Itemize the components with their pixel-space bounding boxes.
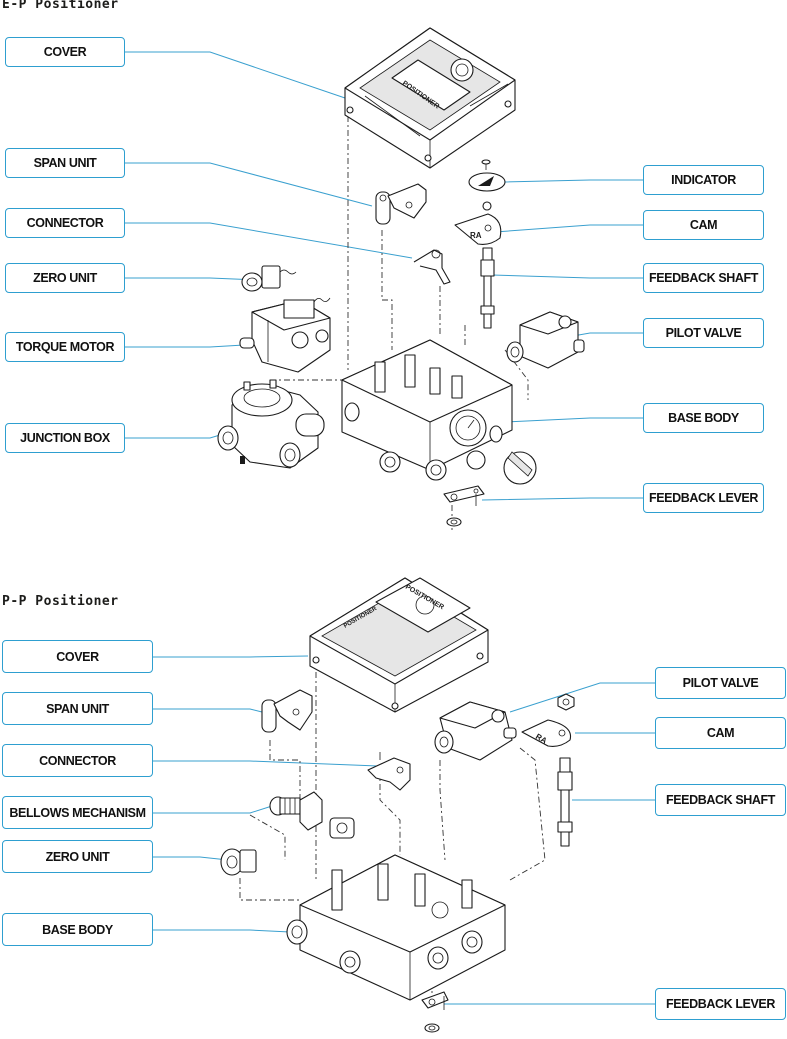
- pp-section-title: P-P Positioner: [2, 594, 119, 609]
- ep-callout-span-unit: SPAN UNIT: [5, 148, 125, 178]
- pp-cam-part: RA: [521, 693, 575, 747]
- pp-callout-cover: COVER: [2, 640, 153, 673]
- pp-callout-pilot-valve: PILOT VALVE: [655, 667, 786, 699]
- ep-cam-part: RA: [454, 213, 502, 245]
- pp-callout-connector: CONNECTOR: [2, 744, 153, 777]
- ep-zero-unit-part: [241, 265, 297, 292]
- pp-leader-lines: [153, 655, 655, 1005]
- ep-feedback-shaft-part: [480, 247, 495, 329]
- pp-callout-bellows-mechanism: BELLOWS MECHANISM: [2, 796, 153, 829]
- ep-callout-connector: CONNECTOR: [5, 208, 125, 238]
- ep-feedback-lever-part: [443, 485, 485, 527]
- pp-feedback-shaft-part: [557, 757, 573, 847]
- pp-callout-feedback-shaft: FEEDBACK SHAFT: [655, 784, 786, 816]
- pp-bellows-part: [269, 791, 355, 839]
- ep-base-body-part: [341, 339, 537, 485]
- ep-callout-junction-box: JUNCTION BOX: [5, 423, 125, 453]
- ep-callout-base-body: BASE BODY: [643, 403, 764, 433]
- pp-feedback-lever-part: [421, 991, 449, 1033]
- pp-zero-unit-part: [220, 848, 257, 876]
- ep-junction-box-part: [217, 379, 325, 469]
- pp-callout-feedback-lever: FEEDBACK LEVER: [655, 988, 786, 1020]
- pp-callout-zero-unit: ZERO UNIT: [2, 840, 153, 873]
- ep-connector-part: [413, 249, 451, 285]
- ep-callout-zero-unit: ZERO UNIT: [5, 263, 125, 293]
- ep-assembly-lines: [270, 102, 529, 530]
- ep-callout-feedback-shaft: FEEDBACK SHAFT: [643, 263, 764, 293]
- pp-base-body-part: [286, 854, 506, 1001]
- ep-callout-cover: COVER: [5, 37, 125, 67]
- ep-indicator-part: [468, 159, 506, 211]
- pp-callout-base-body: BASE BODY: [2, 913, 153, 946]
- pp-callout-span-unit: SPAN UNIT: [2, 692, 153, 725]
- ep-section-title: E-P Positioner: [2, 0, 119, 12]
- pp-pilot-valve-part: [434, 701, 517, 761]
- pp-connector-part: [367, 752, 411, 791]
- ep-callout-feedback-lever: FEEDBACK LEVER: [643, 483, 764, 513]
- ep-span-unit-part: [375, 183, 427, 225]
- ep-callout-torque-motor: TORQUE MOTOR: [5, 332, 125, 362]
- ep-cam-text: RA: [470, 231, 482, 240]
- ep-cover-part: POSITIONER: [344, 27, 516, 169]
- ep-callout-cam: CAM: [643, 210, 764, 240]
- ep-torque-motor-part: [239, 297, 331, 373]
- pp-cover-part: POSITIONER POSITIONER: [309, 577, 489, 713]
- ep-callout-indicator: INDICATOR: [643, 165, 764, 195]
- pp-callout-cam: CAM: [655, 717, 786, 749]
- ep-pilot-valve-part: [506, 311, 585, 369]
- pp-span-unit-part: [261, 689, 313, 733]
- ep-callout-pilot-valve: PILOT VALVE: [643, 318, 764, 348]
- ep-leader-lines: [125, 51, 643, 501]
